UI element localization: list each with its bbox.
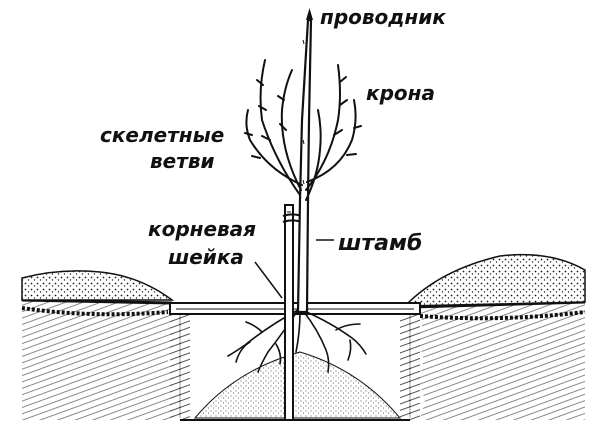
ground-right [411,300,586,420]
planting-board [169,302,421,315]
label-crown: крона [366,81,435,105]
support-stake [284,204,294,421]
soil-cone [193,351,402,419]
label-pointers [254,239,334,299]
ground-left [21,298,178,420]
label-leader: проводник [320,5,446,29]
label-root-collar-2: шейка [168,245,244,269]
label-skeletal-branches-2: ветви [150,149,214,173]
label-root-collar-1: корневая [148,217,256,241]
planting-pit [170,312,420,421]
label-trunk: штамб [338,231,422,256]
skeletal-branches [244,59,362,201]
soil-mound-left [21,270,175,301]
trunk [296,8,313,314]
label-skeletal-branches-1: скелетные [100,123,224,147]
soil-mound-right [403,253,586,307]
